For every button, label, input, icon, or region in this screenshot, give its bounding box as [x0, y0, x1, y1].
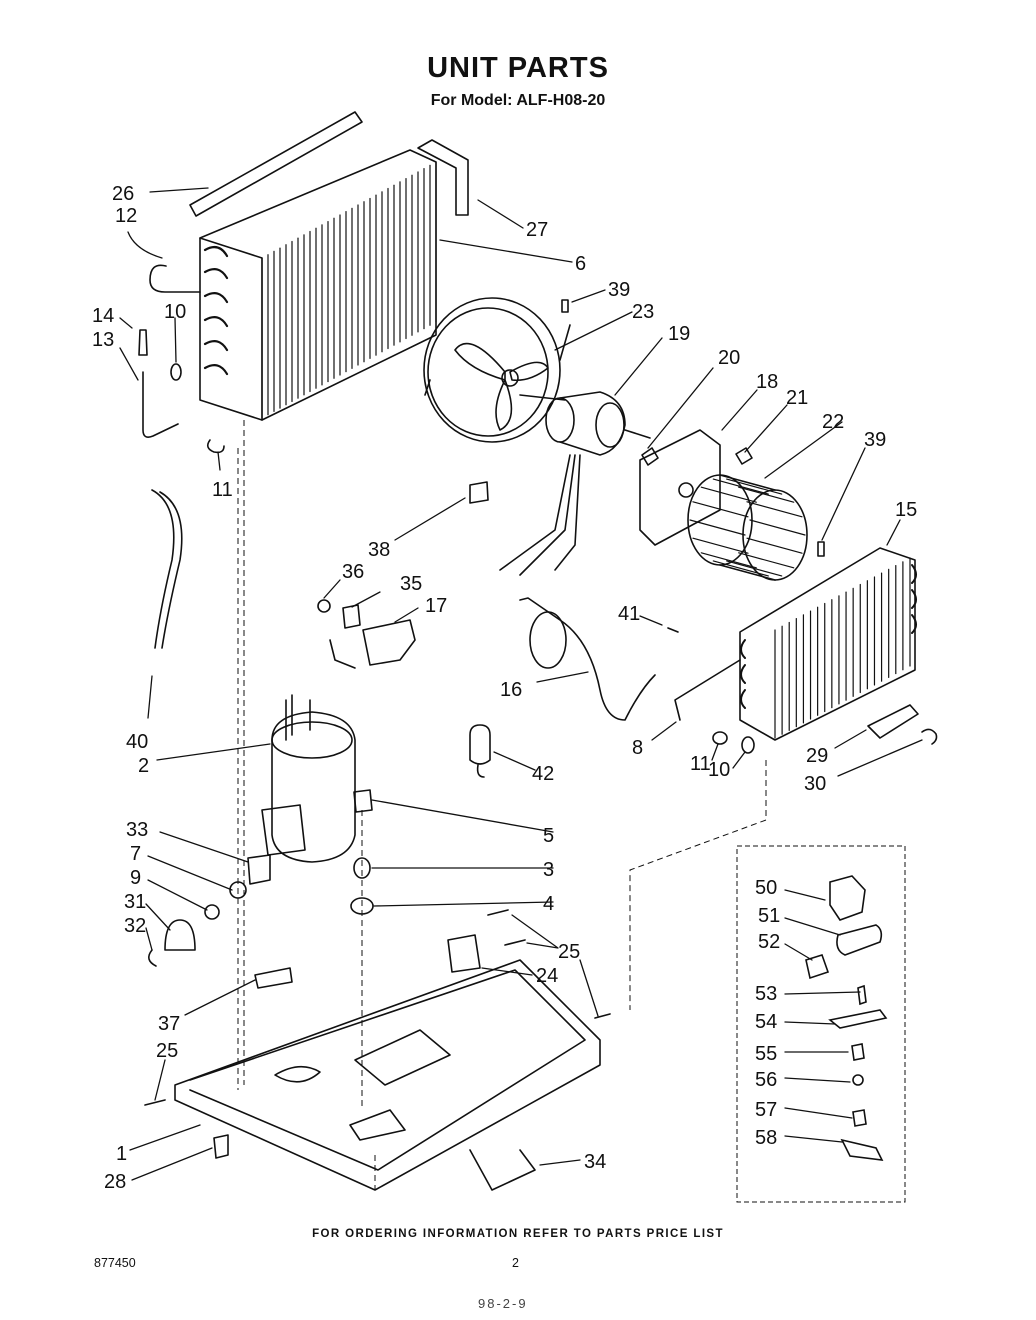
- part-callout-17: 17: [425, 595, 447, 617]
- part-callout-4: 4: [543, 893, 554, 915]
- part-callout-39: 39: [864, 429, 886, 451]
- part-callout-50: 50: [755, 877, 777, 899]
- part-callout-13: 13: [92, 329, 114, 351]
- part-callout-5: 5: [543, 825, 554, 847]
- part-callout-25: 25: [558, 941, 580, 963]
- part-callout-24: 24: [536, 965, 558, 987]
- part-callout-1: 1: [116, 1143, 127, 1165]
- part-callout-55: 55: [755, 1043, 777, 1065]
- part-callout-6: 6: [575, 253, 586, 275]
- part-callout-29: 29: [806, 745, 828, 767]
- part-callout-12: 12: [115, 205, 137, 227]
- part-callout-33: 33: [126, 819, 148, 841]
- document-number: 877450: [94, 1256, 136, 1270]
- part-callout-10: 10: [708, 759, 730, 781]
- page-stamp: 98-2-9: [478, 1296, 528, 1311]
- part-callout-3: 3: [543, 859, 554, 881]
- part-callout-42: 42: [532, 763, 554, 785]
- part-callout-16: 16: [500, 679, 522, 701]
- part-callout-22: 22: [822, 411, 844, 433]
- part-callout-34: 34: [584, 1151, 606, 1173]
- part-callout-25: 25: [156, 1040, 178, 1062]
- part-callout-20: 20: [718, 347, 740, 369]
- part-callout-57: 57: [755, 1099, 777, 1121]
- part-callout-36: 36: [342, 561, 364, 583]
- part-callout-26: 26: [112, 183, 134, 205]
- model-subtitle: For Model: ALF-H08-20: [430, 92, 606, 109]
- page-number: 2: [512, 1256, 519, 1270]
- part-callout-2: 2: [138, 755, 149, 777]
- part-callout-40: 40: [126, 731, 148, 753]
- part-callout-52: 52: [758, 931, 780, 953]
- part-callout-53: 53: [755, 983, 777, 1005]
- page-title: UNIT PARTS: [427, 52, 609, 84]
- part-callout-8: 8: [632, 737, 643, 759]
- part-callout-58: 58: [755, 1127, 777, 1149]
- ordering-note: FOR ORDERING INFORMATION REFER TO PARTS …: [312, 1228, 724, 1240]
- part-callout-11: 11: [212, 479, 233, 501]
- part-callout-10: 10: [164, 301, 186, 323]
- part-callout-21: 21: [786, 387, 808, 409]
- part-callout-56: 56: [755, 1069, 777, 1091]
- part-callout-18: 18: [756, 371, 778, 393]
- part-callout-38: 38: [368, 539, 390, 561]
- part-callout-35: 35: [400, 573, 422, 595]
- part-callout-14: 14: [92, 305, 114, 327]
- part-callout-41: 41: [618, 603, 640, 625]
- part-callout-28: 28: [104, 1171, 126, 1193]
- part-callout-51: 51: [758, 905, 780, 927]
- part-callout-23: 23: [632, 301, 654, 323]
- part-callout-9: 9: [130, 867, 141, 889]
- part-callout-11: 11: [690, 753, 711, 775]
- part-callout-32: 32: [124, 915, 146, 937]
- part-callout-7: 7: [130, 843, 141, 865]
- part-callout-19: 19: [668, 323, 690, 345]
- part-callout-27: 27: [526, 219, 548, 241]
- part-callout-15: 15: [895, 499, 917, 521]
- part-callout-31: 31: [124, 891, 146, 913]
- part-callout-37: 37: [158, 1013, 180, 1035]
- part-callout-54: 54: [755, 1011, 777, 1033]
- part-callout-30: 30: [804, 773, 826, 795]
- part-callout-39: 39: [608, 279, 630, 301]
